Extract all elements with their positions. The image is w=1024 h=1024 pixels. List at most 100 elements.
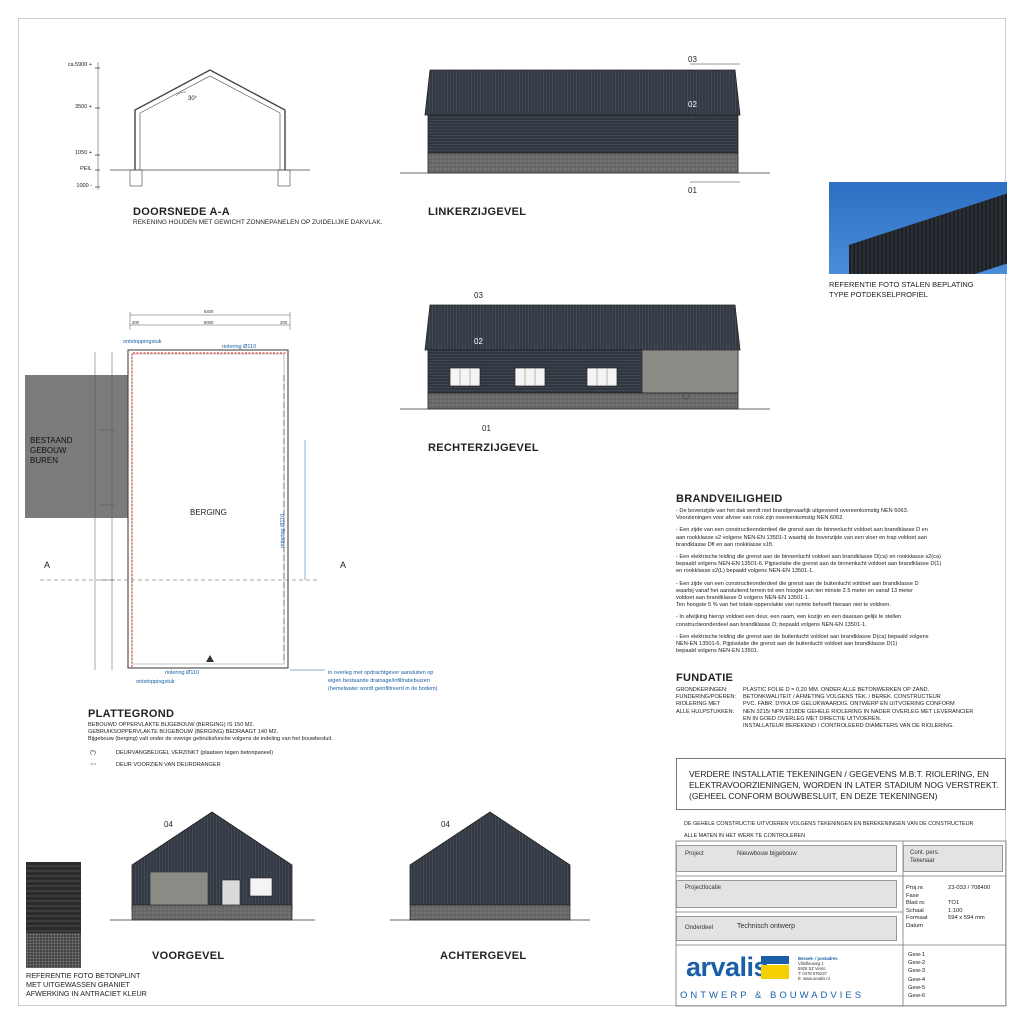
fire-safety-line: voldoet aan brandklasse D volgens NEN-EN… [676, 595, 810, 602]
general-notes: DE GEHELE CONSTRUCTIE UITVOEREN VOLGENS … [684, 818, 973, 842]
company-logo: arvalis ONTWERP & BOUWADVIES Bezoek- / p… [680, 952, 900, 1004]
info-key: Blad nr. [906, 900, 926, 907]
steel-caption-line: REFERENTIE FOTO STALEN BEPLATING [829, 280, 974, 289]
general-note: ALLE MATEN IN HET WERK TE CONTROLEREN [684, 833, 806, 839]
floor-plan-title: PLATTEGROND [88, 708, 175, 720]
drawing-info-table: Proj.nr.23-033 / 708400 Fase Blad nr.TO1… [906, 885, 1004, 931]
info-value: 1:100 [948, 907, 963, 914]
floor-plan-note: BEBOUWD OPPERVLAKTE BIJGEBOUW (BERGING) … [88, 722, 255, 728]
sewer-label: riolering Ø110 [165, 670, 200, 676]
revision-item: Gew-1 [908, 952, 926, 958]
fire-safety-line: - Een elektrische leiding die grenst aan… [676, 633, 929, 640]
legend-text: DEUR VOORZIEN VAN DEURDRANGER [116, 762, 221, 768]
section-mark: A [44, 560, 51, 570]
rear-facade-title: ACHTERGEVEL [440, 950, 527, 962]
logo-mark-yellow [761, 965, 789, 979]
foundation-table: GRONDKERINGEN:PLASTIC FOLIE D = 0,20 MM.… [676, 687, 973, 730]
component-field: Onderdeel Technisch ontwerp [676, 916, 897, 941]
logo-wordmark: arvalis [686, 952, 769, 982]
info-row: Blad nr.TO1 [906, 900, 1004, 908]
fire-safety-line: waarbij vanaf het aansluitend terrein to… [676, 587, 913, 594]
address-line: E: www.arvalis.nl [798, 976, 830, 981]
concrete-caption-line: REFERENTIE FOTO BETONPLINT [26, 971, 141, 980]
fire-safety-line: - Een elektrische leiding die grenst aan… [676, 554, 941, 561]
room-label: BERGING [190, 508, 227, 517]
left-facade-drawing [400, 63, 770, 183]
project-label: Project [685, 851, 704, 857]
legend-symbol: (*) [90, 750, 96, 756]
floor-plan-notes: BEBOUWD OPPERVLAKTE BIJGEBOUW (BERGING) … [88, 722, 333, 744]
section-mark: A [340, 560, 347, 570]
general-note: DE GEHELE CONSTRUCTIE UITVOEREN VOLGENS … [684, 821, 974, 827]
sewer-label: riolering Ø110 [222, 344, 257, 350]
sewer-label: riolering Ø110 [280, 513, 286, 548]
info-value: 594 x 594 mm [948, 915, 985, 922]
drainage-note-line: in overleg met opdrachtgever aansluiten … [328, 670, 434, 676]
neighbour-label-line: BESTAAND [30, 436, 73, 445]
concrete-photo-caption: REFERENTIE FOTO BETONPLINT MET UITGEWASS… [26, 971, 147, 998]
neighbour-building-label: BESTAAND GEBOUW BUREN [30, 436, 73, 466]
revision-item: Gew-3 [908, 968, 926, 975]
address-line: T: 0478 576237 [798, 971, 827, 976]
dimension-label: 8400 [204, 309, 214, 314]
dimension-label: 200 [280, 320, 287, 325]
logo-tagline: ONTWERP & BOUWADVIES [680, 990, 865, 1001]
foundation-value: PLASTIC FOLIE D = 0,20 MM. ONDER ALLE BE… [743, 687, 930, 693]
elevation-mark: 02 [474, 337, 483, 346]
legend-item: (*) DEURVANGBEUGEL VERZINKT (plaatsen teg… [90, 750, 273, 757]
fire-safety-line: - De bovenzijde van het dak wordt niet b… [676, 508, 909, 514]
fire-safety-line: - Een zijde van een constructieonderdeel… [676, 580, 919, 587]
elevation-mark: 04 [441, 820, 450, 829]
component-value: Technisch ontwerp [737, 923, 795, 930]
info-key: Fase [906, 892, 919, 899]
revision-item: Gew-2 [908, 960, 926, 967]
left-facade-title: LINKERZIJGEVEL [428, 206, 527, 218]
drawing-sheet [18, 18, 1006, 1006]
legend-text: DEURVANGBEUGEL VERZINKT (plaatsen tegen … [116, 750, 274, 756]
roof-angle-label: 30° [188, 96, 198, 102]
level-label: PEIL [80, 166, 92, 172]
foundation-key: FUNDERING/POEREN: [676, 694, 736, 701]
drainage-note: in overleg met opdrachtgever aansluiten … [328, 669, 437, 693]
info-key: Datum [906, 922, 924, 929]
drainage-note-line: eigen bestaande drainage/infiltratiebuiz… [328, 678, 430, 684]
elevation-mark: 02 [688, 100, 697, 109]
fire-safety-line: en rookklasse s2(L) bepaald volgens NEN-… [676, 568, 814, 575]
info-row: Proj.nr.23-033 / 708400 [906, 885, 1004, 893]
cleanout-label: ontstoppingstuk [136, 679, 175, 685]
address-line: Bezoek- / postadres [798, 956, 838, 961]
foundation-row: ALLE HULPSTUKKEN: NEN 3215/ NPR 3218DE G… [676, 709, 973, 731]
elevation-mark: 01 [482, 424, 491, 433]
revision-item: Gew-4 [908, 976, 926, 983]
foundation-value: PVC. FABR. DYKA OF GELIJKWAARDIG. ONTWER… [743, 701, 955, 708]
floor-plan-note: GEBRUIKSOPPERVLAKTE BIJGEBOUW (BERGING) … [88, 729, 279, 736]
fire-safety-line: bepaald volgens NEN-EN 13501. [676, 648, 759, 655]
foundation-title: FUNDATIE [676, 672, 734, 684]
revision-item: Gew-6 [908, 993, 926, 1000]
foundation-row: FUNDERING/POEREN: BETONKWALITEIT / AFMETI… [676, 694, 973, 701]
fire-safety-para: - Een elektrische leiding die grenst aan… [676, 554, 941, 576]
legend-item: ~~ DEUR VOORZIEN VAN DEURDRANGER [90, 762, 221, 769]
foundation-value: NEN 3215/ NPR 3218DE GEHELE RIOLERING IN… [743, 708, 974, 715]
level-label: 1000 - [76, 183, 92, 189]
fire-safety-line: - In afwijking hierop voldoet een deur, … [676, 614, 902, 621]
info-row: Datum [906, 923, 1004, 931]
foundation-value: BETONKWALITEIT / AFMETING VOLGENS TEK. /… [743, 694, 941, 701]
info-key: Schaal [906, 907, 924, 914]
legend-symbol: ~~ [90, 762, 97, 768]
fire-safety-text: - De bovenzijde van het dak wordt niet b… [676, 508, 941, 655]
level-label: 3500 + [75, 104, 92, 110]
concrete-caption-line: MET UITGEWASSEN GRANIET [26, 980, 130, 989]
right-facade-title: RECHTERZIJGEVEL [428, 442, 539, 454]
location-field: Projectlocatie [676, 880, 897, 908]
concrete-caption-line: AFWERKING IN ANTRACIET KLEUR [26, 989, 147, 998]
info-row: Schaal 1:100 [906, 908, 1004, 916]
component-label: Onderdeel [685, 925, 714, 931]
floor-plan-drawing [25, 312, 325, 671]
foundation-key: RIOLERING MET [676, 701, 721, 708]
fire-safety-line: bepaald volgens NEN-EN 13501-6. Pijpisol… [676, 561, 942, 568]
dimension-label: 8000 [204, 320, 214, 325]
fire-safety-para: - De bovenzijde van het dak wordt niet b… [676, 508, 941, 522]
address-line: Villaflouweg 1 [798, 961, 824, 966]
neighbour-label-line: GEBOUW [30, 446, 67, 455]
